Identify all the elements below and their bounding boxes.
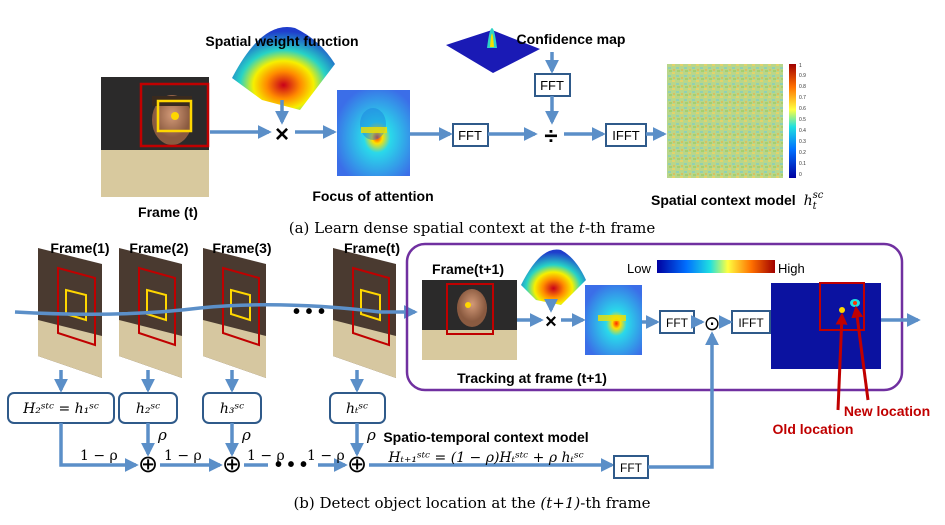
fft-label-a2: FFT — [540, 78, 564, 93]
ifft-label-a: IFFT — [612, 128, 639, 143]
h3sc-label: h₃ˢᶜ — [220, 401, 244, 417]
colorbar-tick: 0.9 — [799, 73, 806, 79]
plus-op-1: ⊕ — [138, 450, 158, 478]
spatial-weight-surface — [232, 27, 335, 110]
colorbar-tick: 0.1 — [799, 161, 806, 167]
colorbar-tick: 0.6 — [799, 106, 806, 112]
legend-color-bar — [657, 260, 775, 273]
new-location-pointer — [851, 305, 870, 401]
frame-t-label: Frame (t) — [138, 204, 198, 220]
caption-b-pre: (b) Detect object location at the — [293, 494, 540, 512]
rho-label-1: ρ — [157, 426, 167, 444]
tracking-label: Tracking at frame (t+1) — [457, 370, 607, 386]
h2sc-label: h₂ˢᶜ — [136, 401, 160, 417]
spatial-weight-surface-small — [521, 249, 586, 305]
one-minus-rho-1: 1 − ρ — [80, 448, 118, 464]
arrow-stc-to-dot — [648, 331, 719, 469]
rho-label-2: ρ — [241, 426, 251, 444]
htsc-label: hₜˢᶜ — [346, 401, 368, 417]
frame-sequence-line — [14, 303, 381, 316]
stc-label: Spatio-temporal context model — [383, 429, 588, 445]
fft-label-b1: FFT — [666, 316, 689, 330]
frame-2-label: Frame(2) — [129, 240, 188, 256]
context-model-symbol: h — [804, 193, 813, 209]
caption-b-var: (t+1) — [540, 494, 580, 512]
colorbar-tick: 0.5 — [799, 117, 806, 123]
old-location-pointer — [835, 312, 848, 411]
colorbar-tick: 0 — [799, 172, 802, 178]
focus-of-attention-small — [585, 285, 642, 355]
caption-a-pre: (a) Learn dense spatial context at the — [289, 219, 579, 237]
response-map-image — [771, 282, 881, 369]
context-model-label-text: Spatial context model — [651, 192, 796, 208]
dot-op: ⊙ — [704, 311, 721, 335]
frame-1-image — [38, 248, 102, 378]
spatial-context-model-image — [667, 64, 796, 178]
caption-b-post: -th frame — [580, 494, 650, 512]
context-model-label: Spatial context model htsc — [651, 190, 824, 212]
fft-label-b2: FFT — [620, 461, 643, 475]
colorbar-tick: 1 — [799, 63, 802, 69]
colorbar-tick: 0.8 — [799, 84, 806, 90]
focus-label: Focus of attention — [312, 188, 433, 204]
context-model-sup: sc — [813, 190, 824, 201]
frame-t-label-b: Frame(t) — [344, 240, 400, 256]
one-minus-rho-2: 1 − ρ — [164, 448, 202, 464]
legend-low: Low — [627, 261, 651, 276]
colorbar-tick: 0.3 — [799, 139, 806, 145]
focus-of-attention-image — [337, 90, 410, 176]
frame-3-label: Frame(3) — [212, 240, 271, 256]
multiply-op-a: × — [275, 121, 289, 148]
ellipsis-frames: • • • — [293, 301, 325, 323]
multiply-op-b: × — [545, 311, 557, 333]
confidence-map-image — [446, 28, 540, 73]
spatial-weight-label: Spatial weight function — [205, 33, 358, 49]
frame-next-label: Frame(t+1) — [432, 261, 504, 277]
caption-a-post: -th frame — [585, 219, 655, 237]
confidence-label: Confidence map — [517, 31, 626, 47]
rho-label-3: ρ — [366, 426, 376, 444]
frame-next-image — [422, 280, 517, 360]
caption-a-var: t — [579, 219, 586, 237]
old-location-label: Old location — [773, 421, 854, 437]
caption-b: (b) Detect object location at the (t+1)-… — [293, 494, 650, 512]
legend-high: High — [778, 261, 805, 276]
colorbar-tick: 0.4 — [799, 128, 806, 134]
ifft-label-b: IFFT — [738, 316, 764, 330]
colorbar-tick: 0.2 — [799, 150, 806, 156]
one-minus-rho-3: 1 − ρ — [247, 448, 285, 464]
h2stc-label: H₂ˢᵗᶜ = h₁ˢᶜ — [22, 401, 99, 417]
accumulation-path-start — [59, 423, 139, 472]
stc-equation: Hₜ₊₁ˢᵗᶜ = (1 − ρ)Hₜˢᵗᶜ + ρ hₜˢᶜ — [387, 450, 583, 466]
frame-t-slanted-image — [333, 248, 396, 378]
tracking-frame-box — [405, 242, 904, 392]
ellipsis-accumulation: • • • — [275, 454, 307, 476]
divide-op: ÷ — [544, 123, 557, 150]
fft-label-a1: FFT — [458, 128, 482, 143]
caption-a: (a) Learn dense spatial context at the t… — [289, 219, 656, 237]
colorbar-tick: 0.7 — [799, 95, 806, 101]
plus-op-2: ⊕ — [222, 450, 242, 478]
frame-1-label: Frame(1) — [50, 240, 109, 256]
one-minus-rho-4: 1 − ρ — [307, 448, 345, 464]
frame-3-image — [203, 248, 266, 378]
new-location-label: New location — [844, 403, 930, 419]
context-model-sub: t — [813, 201, 818, 212]
plus-op-3: ⊕ — [347, 450, 367, 478]
frame-t-image — [101, 77, 210, 197]
colorbar-ticks: 1 0.9 0.8 0.7 0.6 0.5 0.4 0.3 0.2 0.1 0 — [799, 63, 806, 178]
